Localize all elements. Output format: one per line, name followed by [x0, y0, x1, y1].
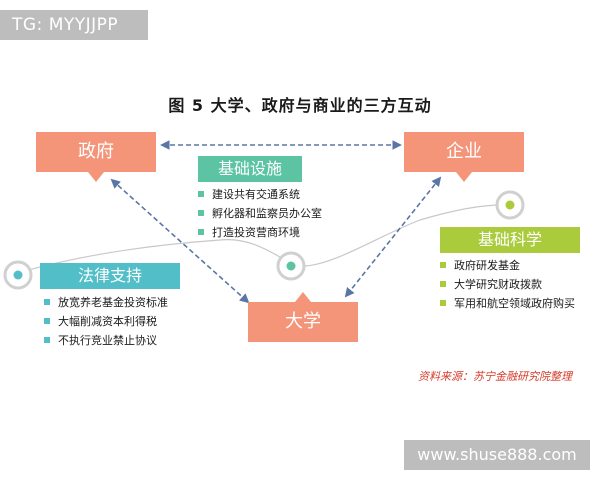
- watermark-top: TG: MYYJJPP: [0, 10, 148, 40]
- infrastructure-header: 基础设施: [198, 156, 302, 182]
- ring-marker-right: [495, 190, 525, 220]
- node-university-label: 大学: [285, 311, 321, 332]
- ring-marker-middle: [276, 251, 306, 281]
- watermark-bottom: www.shuse888.com: [404, 440, 590, 470]
- list-item: 大学研究财政拨款: [440, 275, 575, 294]
- node-enterprise-label: 企业: [446, 141, 482, 162]
- list-item: 政府研发基金: [440, 256, 575, 275]
- infrastructure-list: 建设共有交通系统 孵化器和监察员办公室 打造投资营商环境: [198, 185, 322, 242]
- list-item: 军用和航空领域政府购买: [440, 294, 575, 313]
- legal-header: 法律支持: [40, 263, 180, 289]
- list-item: 建设共有交通系统: [198, 185, 322, 204]
- node-government-pointer: [88, 172, 104, 182]
- arrow-government-university: [110, 178, 250, 304]
- ring-marker-left: [3, 260, 33, 290]
- node-enterprise: 企业: [404, 132, 524, 182]
- bullet-icon: [198, 191, 204, 197]
- node-enterprise-pointer: [456, 172, 472, 182]
- basic-science-list: 政府研发基金 大学研究财政拨款 军用和航空领域政府购买: [440, 256, 575, 313]
- node-university-pointer: [295, 292, 311, 302]
- arrow-enterprise-university: [344, 176, 442, 298]
- bullet-icon: [44, 337, 50, 343]
- list-item: 孵化器和监察员办公室: [198, 204, 322, 223]
- list-item: 打造投资营商环境: [198, 223, 322, 242]
- bullet-icon: [440, 262, 446, 268]
- legal-list: 放宽养老基金投资标准 大幅削减资本利得税 不执行竞业禁止协议: [44, 293, 168, 350]
- bullet-icon: [198, 229, 204, 235]
- list-item: 放宽养老基金投资标准: [44, 293, 168, 312]
- list-item: 大幅削减资本利得税: [44, 312, 168, 331]
- node-government-label: 政府: [78, 141, 114, 162]
- source-note: 资料来源：苏宁金融研究院整理: [418, 370, 572, 383]
- bullet-icon: [44, 299, 50, 305]
- list-item: 不执行竞业禁止协议: [44, 331, 168, 350]
- bullet-icon: [440, 300, 446, 306]
- basic-science-header: 基础科学: [440, 227, 580, 253]
- node-government: 政府: [36, 132, 156, 182]
- node-university: 大学: [248, 292, 358, 342]
- bullet-icon: [440, 281, 446, 287]
- bullet-icon: [44, 318, 50, 324]
- bullet-icon: [198, 210, 204, 216]
- figure-title: 图 5 大学、政府与商业的三方互动: [168, 96, 432, 115]
